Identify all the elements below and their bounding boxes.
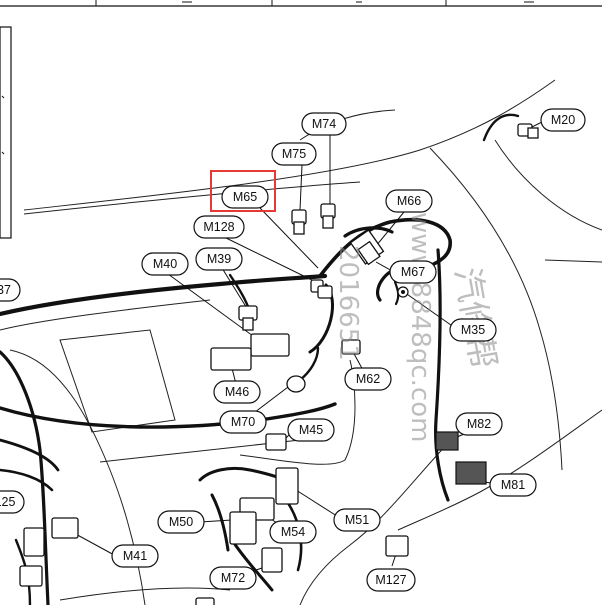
label-m51: M51	[333, 508, 381, 532]
svg-text:M45: M45	[299, 423, 323, 437]
inset-box	[0, 26, 12, 239]
connector-m82	[435, 431, 459, 451]
connector-m50	[229, 511, 257, 545]
label-m20: M20	[540, 108, 586, 132]
label-m39: M39	[195, 247, 243, 271]
connector-m62	[341, 339, 361, 355]
connector-bottom	[195, 597, 215, 605]
label-m81: M81	[489, 473, 537, 497]
connector-m70	[286, 375, 306, 393]
watermark-cjk: 汽修帮	[446, 265, 503, 372]
connector-m81	[455, 461, 487, 485]
connector-m41	[51, 517, 79, 539]
ground-m35-dot	[401, 290, 405, 294]
svg-text:M54: M54	[281, 525, 305, 539]
svg-text:M74: M74	[312, 117, 336, 131]
top-table-fragment	[0, 0, 602, 7]
svg-text:M70: M70	[231, 415, 255, 429]
svg-text:M20: M20	[551, 113, 575, 127]
svg-text:M65: M65	[233, 190, 257, 204]
svg-text:M51: M51	[345, 513, 369, 527]
label-m46: M46	[213, 380, 261, 404]
connector-left-1	[23, 527, 45, 557]
svg-text:M62: M62	[356, 372, 380, 386]
connector-m74-body	[322, 215, 334, 229]
connectors	[19, 123, 539, 605]
connector-m40	[250, 333, 290, 357]
label-m82: M82	[455, 412, 503, 436]
label-m70: M70	[219, 410, 267, 434]
label-m35: M35	[449, 318, 497, 342]
watermark-latin: www.8848qc.com	[405, 212, 435, 442]
label-m45: M45	[287, 418, 335, 442]
label-m66: M66	[385, 189, 433, 213]
label-m41: M41	[111, 544, 159, 568]
connector-m20-tip	[527, 127, 539, 139]
svg-text:M75: M75	[282, 147, 306, 161]
connector-m51	[275, 467, 299, 505]
connector-m128	[317, 285, 333, 299]
svg-text:M39: M39	[207, 252, 231, 266]
connector-labels: M74 M75 M20 M65 M66 M128 M40 M39 M67 M35…	[0, 108, 586, 592]
label-m125-cut: 125	[0, 490, 25, 514]
svg-text:M66: M66	[397, 194, 421, 208]
label-m67: M67	[389, 260, 437, 284]
connector-left-2	[19, 565, 43, 587]
svg-text:M67: M67	[401, 265, 425, 279]
label-m65: M65	[221, 185, 269, 209]
highlight-box	[210, 170, 276, 212]
svg-text:125: 125	[0, 495, 15, 509]
connector-m75-body	[293, 221, 305, 235]
svg-text:M41: M41	[123, 549, 147, 563]
connector-m66-body	[357, 240, 381, 266]
svg-text:M81: M81	[501, 478, 525, 492]
label-m37-cut: 37	[0, 278, 21, 302]
label-m72: M72	[209, 566, 257, 590]
label-m128: M128	[193, 215, 245, 239]
label-m40: M40	[141, 252, 189, 276]
connector-m45	[265, 433, 287, 451]
label-m74: M74	[301, 112, 347, 136]
label-m127: M127	[366, 568, 416, 592]
dashboard-outline	[0, 79, 602, 605]
connector-m39-body	[242, 317, 254, 331]
svg-text:M46: M46	[225, 385, 249, 399]
svg-text:M127: M127	[375, 573, 406, 587]
label-m62: M62	[344, 367, 392, 391]
svg-text:M35: M35	[461, 323, 485, 337]
svg-text:M128: M128	[203, 220, 234, 234]
svg-text:M50: M50	[169, 515, 193, 529]
svg-text:M72: M72	[221, 571, 245, 585]
svg-text:M40: M40	[153, 257, 177, 271]
connector-m46	[210, 347, 252, 371]
svg-text:37: 37	[0, 283, 11, 297]
watermark-number: 2016651	[333, 245, 363, 361]
label-m50: M50	[157, 510, 205, 534]
connector-m127	[385, 535, 409, 557]
svg-text:M82: M82	[467, 417, 491, 431]
connector-m72	[261, 547, 283, 573]
label-m75: M75	[271, 142, 317, 166]
label-m54: M54	[269, 520, 317, 544]
